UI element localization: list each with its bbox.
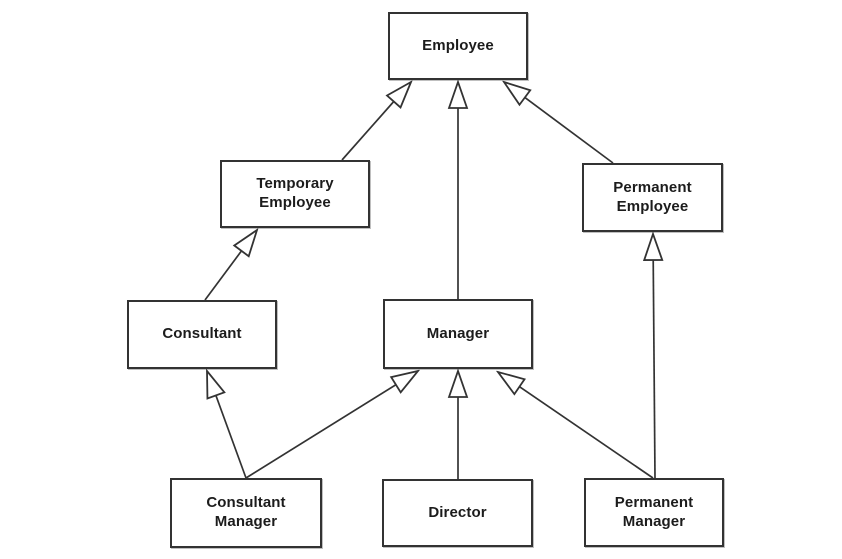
edge-consultant-manager-to-manager: [245, 371, 418, 479]
class-box-permanent-employee: Permanent Employee: [582, 163, 723, 232]
class-box-consultant: Consultant: [127, 300, 277, 369]
class-box-director: Director: [382, 479, 533, 547]
class-label-employee: Employee: [422, 36, 494, 54]
edge-permanent-employee-to-employee: [504, 82, 614, 164]
edge-permanent-manager-to-permanent-employee: [653, 234, 655, 479]
class-label-permanent-employee: Permanent Employee: [613, 178, 692, 215]
edge-permanent-manager-to-manager: [498, 372, 654, 479]
edge-consultant-to-temporary-employee: [204, 230, 257, 301]
class-box-temporary-employee: Temporary Employee: [220, 160, 370, 228]
class-label-consultant: Consultant: [162, 325, 242, 343]
class-label-permanent-manager: Permanent Manager: [614, 493, 694, 530]
class-box-employee: Employee: [388, 12, 528, 80]
edge-temporary-employee-to-employee: [341, 82, 411, 161]
class-label-temporary-employee: Temporary Employee: [256, 175, 334, 211]
class-box-manager: Manager: [383, 299, 533, 369]
class-label-consultant-manager: Consultant Manager: [206, 494, 286, 530]
class-label-manager: Manager: [426, 324, 490, 342]
class-box-consultant-manager: Consultant Manager: [170, 478, 322, 548]
class-label-director: Director: [428, 503, 487, 521]
class-box-permanent-manager: Permanent Manager: [584, 478, 724, 547]
edge-consultant-manager-to-consultant: [207, 371, 247, 479]
